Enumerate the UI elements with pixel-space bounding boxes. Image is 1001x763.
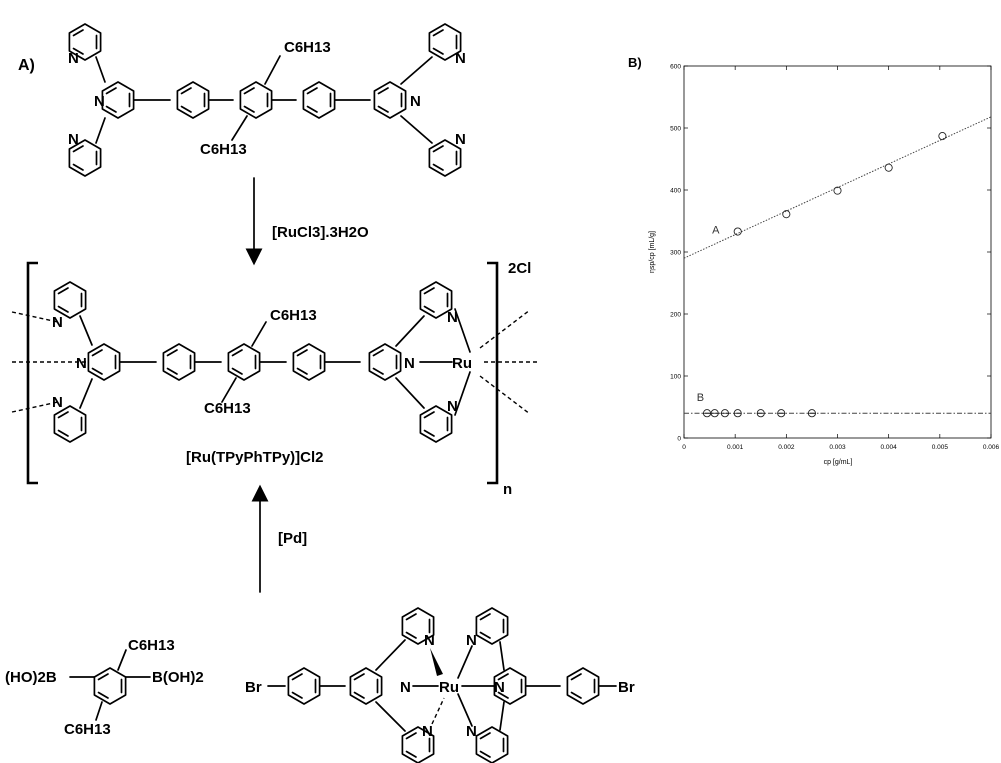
x-tick-label: 0 bbox=[682, 444, 686, 451]
atom-n: N bbox=[447, 309, 458, 326]
reagent-ruthenium: [RuCl3].3H2O bbox=[272, 224, 369, 241]
counter-ion-label: 2Cl bbox=[508, 260, 531, 277]
y-tick-label: 500 bbox=[670, 126, 681, 133]
plot-frame bbox=[683, 65, 992, 439]
substituent-c6h13: C6H13 bbox=[64, 721, 111, 738]
y-tick-label: 400 bbox=[670, 188, 681, 195]
viscosity-plot: 0 0.001 0.002 0.003 0.004 0.005 0.006 0 100 200 30… bbox=[649, 64, 1000, 467]
boronic-acid-right: B(OH)2 bbox=[152, 669, 204, 686]
atom-br: Br bbox=[618, 679, 635, 696]
substituent-c6h13: C6H13 bbox=[204, 400, 251, 417]
atom-n: N bbox=[404, 355, 415, 372]
y-axis-label: ηsp/cp [mL/g] bbox=[649, 231, 656, 273]
atom-n: N bbox=[455, 50, 466, 67]
atom-n: N bbox=[424, 632, 435, 649]
y-tick-label: 0 bbox=[677, 436, 681, 443]
x-tick-label: 0.003 bbox=[829, 444, 846, 451]
atom-ru: Ru bbox=[452, 355, 472, 372]
series-label-b: B bbox=[697, 392, 704, 404]
boronic-acid-left: (HO)2B bbox=[5, 669, 57, 686]
atom-n: N bbox=[466, 723, 477, 740]
substituent-c6h13: C6H13 bbox=[128, 637, 175, 654]
x-tick-label: 0.006 bbox=[983, 444, 1000, 451]
substituent-c6h13: C6H13 bbox=[200, 141, 247, 158]
diboronic-acid: (HO)2B B(OH)2 C6H13 C6H13 bbox=[5, 637, 204, 738]
panel-label-a: A) bbox=[18, 57, 35, 74]
atom-ru: Ru bbox=[439, 679, 459, 696]
atom-n: N bbox=[52, 314, 63, 331]
x-tick-label: 0.004 bbox=[881, 444, 898, 451]
fit-line-a bbox=[683, 116, 992, 259]
data-point-a bbox=[733, 227, 742, 236]
atom-br: Br bbox=[245, 679, 262, 696]
y-tick-label: 300 bbox=[670, 250, 681, 257]
data-point-a bbox=[782, 210, 791, 219]
atom-n: N bbox=[466, 632, 477, 649]
x-tick-label: 0.005 bbox=[932, 444, 949, 451]
monomer-top: N N N N N N C6H13 C6H13 bbox=[68, 23, 466, 177]
repeat-index-n: n bbox=[503, 481, 512, 498]
plot-data-points bbox=[702, 132, 947, 418]
plot-fit-lines bbox=[683, 116, 992, 414]
x-tick-label: 0.002 bbox=[778, 444, 795, 451]
substituent-c6h13: C6H13 bbox=[270, 307, 317, 324]
series-label-a: A bbox=[712, 224, 720, 236]
y-tick-label: 100 bbox=[670, 374, 681, 381]
plot-series-labels: AB bbox=[697, 224, 720, 403]
atom-n: N bbox=[68, 50, 79, 67]
plot-ticks: 0 0.001 0.002 0.003 0.004 0.005 0.006 0 100 200 30… bbox=[670, 64, 999, 452]
atom-n: N bbox=[410, 93, 421, 110]
x-tick-label: 0.001 bbox=[727, 444, 744, 451]
y-tick-label: 200 bbox=[670, 312, 681, 319]
atom-n: N bbox=[68, 131, 79, 148]
atom-n: N bbox=[447, 398, 458, 415]
atom-n: N bbox=[422, 723, 433, 740]
reagent-palladium: [Pd] bbox=[278, 530, 307, 547]
y-tick-label: 600 bbox=[670, 64, 681, 71]
atom-n: N bbox=[455, 131, 466, 148]
product-name: [Ru(TPyPhTPy)]Cl2 bbox=[186, 449, 324, 466]
data-point-a bbox=[938, 132, 947, 141]
polymer-repeat-unit: N N N N N N Ru C6H13 C6H13 2Cl n [Ru(TPy… bbox=[11, 260, 540, 498]
atom-n: N bbox=[94, 93, 105, 110]
atom-n: N bbox=[76, 355, 87, 372]
data-point-a bbox=[884, 163, 893, 172]
atom-n: N bbox=[494, 679, 505, 696]
atom-n: N bbox=[52, 394, 63, 411]
ru-bis-terpyridine-monomer: Br N N N Ru N N N Br bbox=[245, 607, 635, 763]
atom-n: N bbox=[400, 679, 411, 696]
substituent-c6h13: C6H13 bbox=[284, 39, 331, 56]
x-axis-label: cp [g/mL] bbox=[824, 459, 853, 466]
panel-label-b: B) bbox=[628, 55, 642, 70]
data-point-a bbox=[833, 186, 842, 195]
